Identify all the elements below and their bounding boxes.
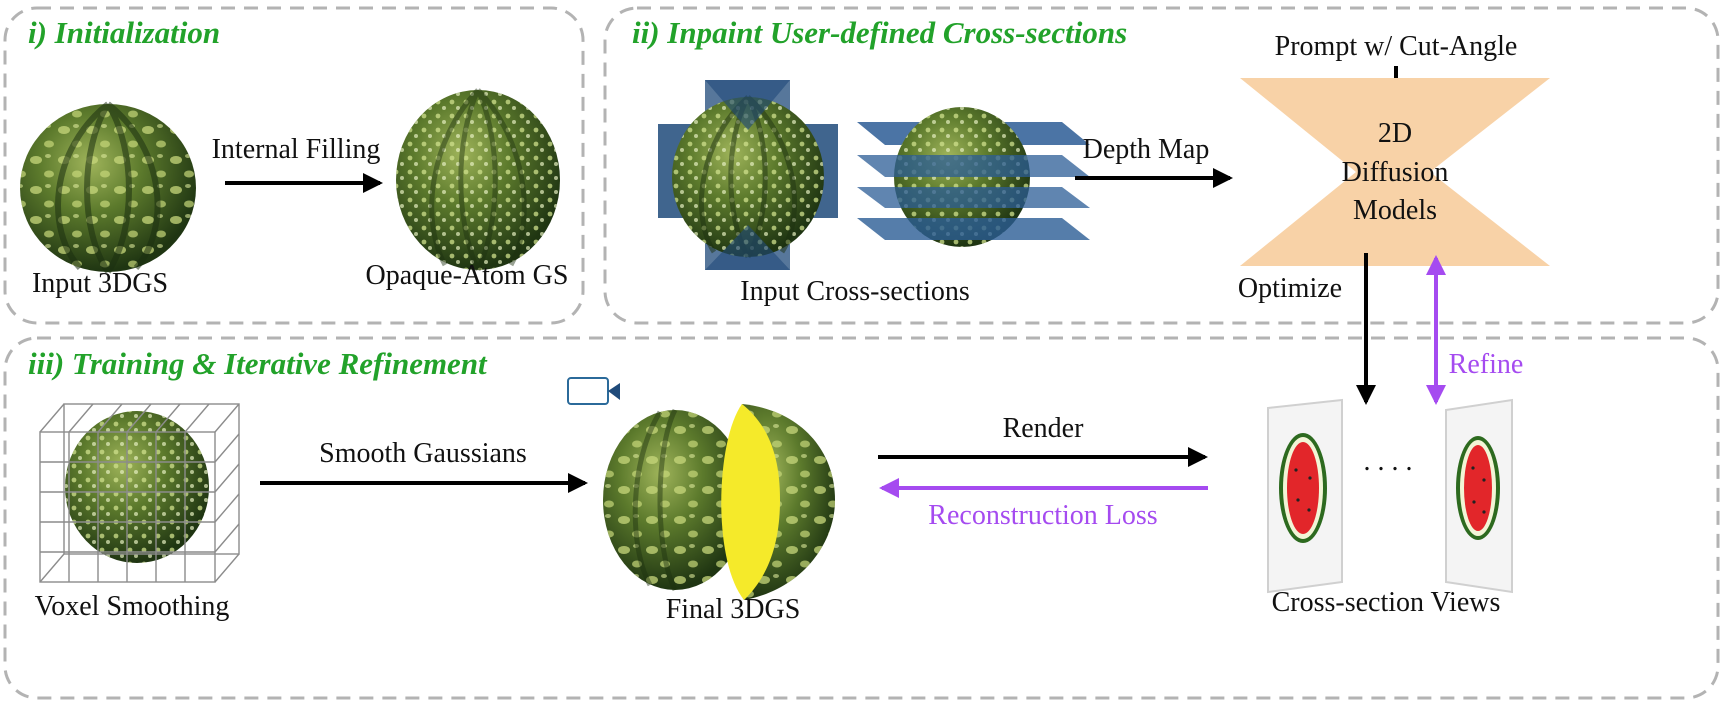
voxel-grid-icon	[39, 403, 240, 583]
label-prompt: Prompt w/ Cut-Angle	[1275, 31, 1518, 62]
label-render: Render	[1003, 413, 1085, 444]
label-reconstruction-loss: Reconstruction Loss	[928, 500, 1157, 531]
cross-section-view-left	[1267, 398, 1343, 594]
ellipsis-views: . . . .	[1364, 446, 1413, 477]
label-optimize: Optimize	[1238, 273, 1342, 304]
label-input-3dgs: Input 3DGS	[32, 268, 168, 299]
label-refine: Refine	[1449, 349, 1524, 380]
camera-icon	[567, 377, 620, 405]
section-box-training	[3, 336, 1720, 700]
label-depth-map: Depth Map	[1083, 134, 1210, 165]
section-title-inpaint: ii) Inpaint User-defined Cross-sections	[632, 15, 1127, 50]
label-diffusion-line1: 2D	[1378, 118, 1412, 149]
section-title-training: iii) Training & Iterative Refinement	[28, 346, 488, 381]
label-smooth-gaussians: Smooth Gaussians	[319, 438, 527, 469]
final-3dgs-watermelon	[603, 404, 835, 600]
section-title-initialization: i) Initialization	[28, 15, 220, 50]
section-box-initialization	[3, 6, 585, 325]
label-internal-filling: Internal Filling	[212, 134, 381, 165]
input-3dgs-watermelon	[20, 101, 196, 274]
label-opaque-atom: Opaque-Atom GS	[366, 260, 569, 291]
section-box-inpaint	[603, 6, 1720, 325]
label-voxel-smoothing: Voxel Smoothing	[35, 591, 230, 622]
label-diffusion-line3: Models	[1353, 195, 1437, 226]
cut-planes-horizontal	[857, 107, 1090, 247]
label-cross-section-views: Cross-section Views	[1272, 587, 1501, 618]
opaque-atom-watermelon	[396, 88, 560, 272]
label-input-cross-sections: Input Cross-sections	[740, 276, 969, 307]
cut-planes-vertical	[658, 80, 838, 270]
diffusion-model-shape	[1240, 78, 1550, 266]
cross-section-view-right	[1445, 398, 1513, 594]
label-final-3dgs: Final 3DGS	[666, 594, 801, 625]
label-diffusion-line2: Diffusion	[1342, 157, 1449, 188]
